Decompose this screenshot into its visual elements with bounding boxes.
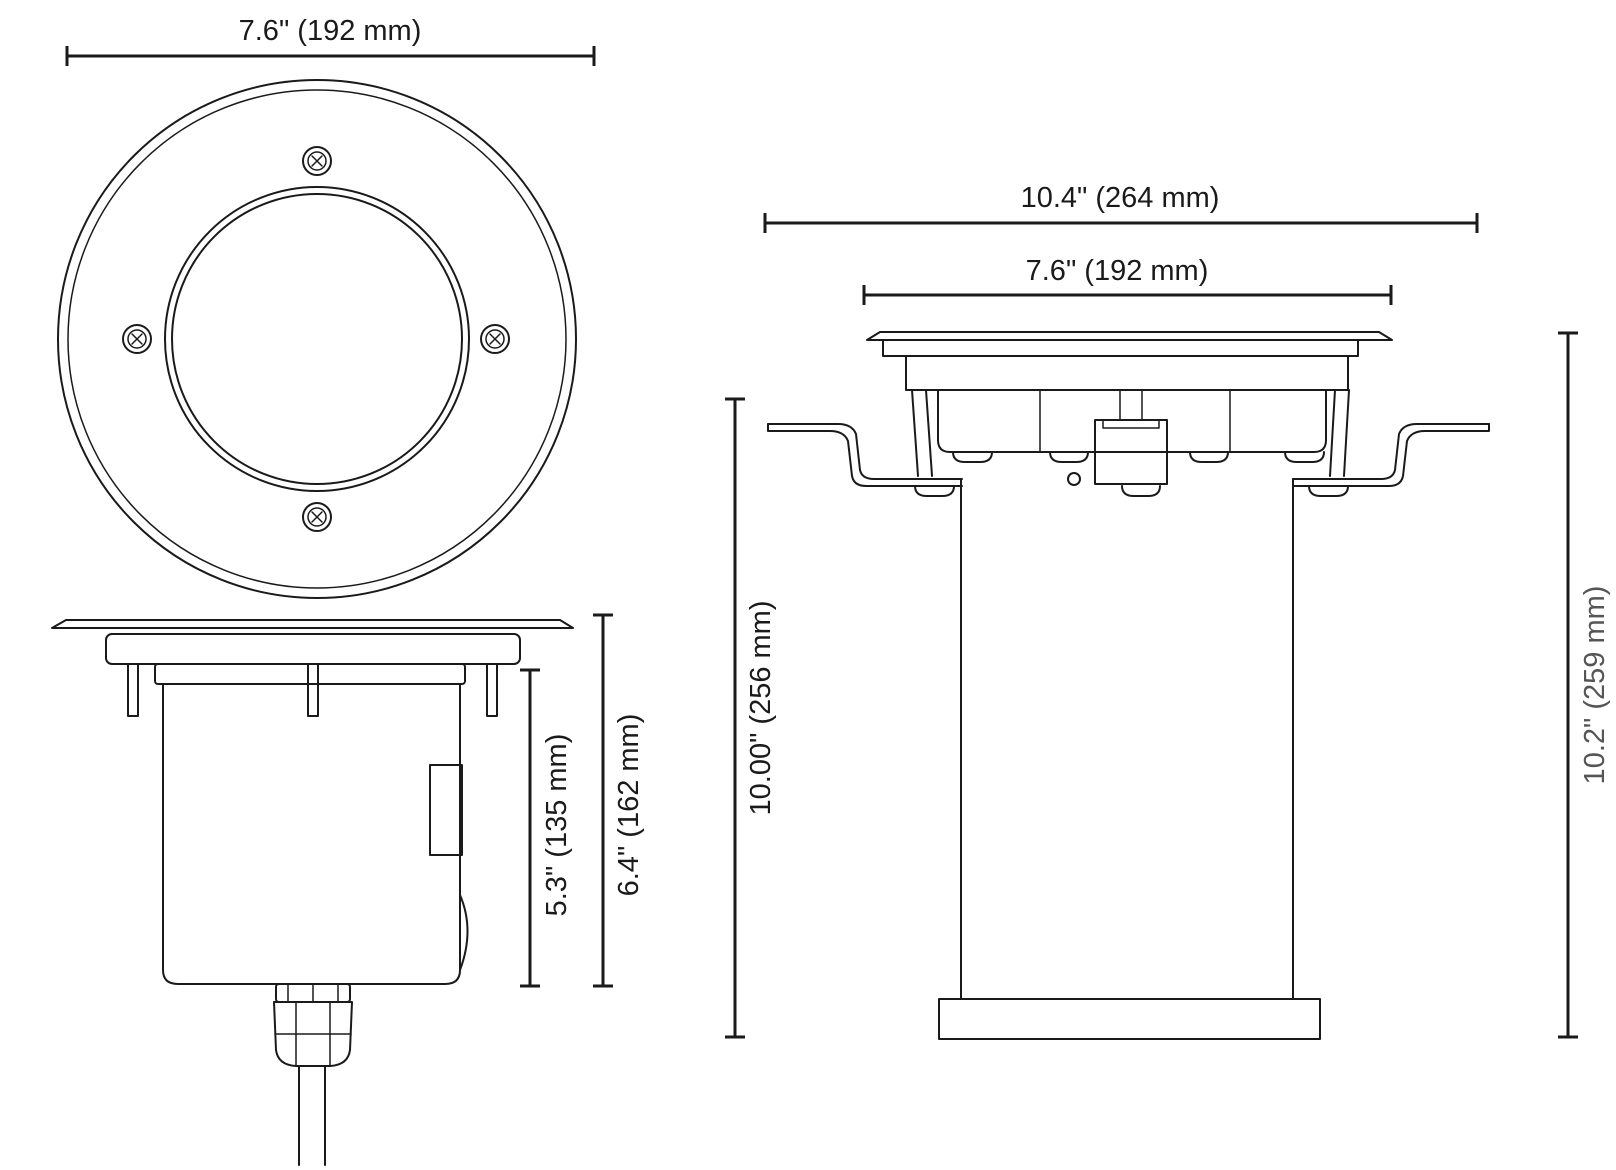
cable — [298, 1065, 326, 1166]
side-housing-tab — [429, 764, 463, 856]
top-view-width-dimension-line — [65, 46, 596, 66]
side-total-height-label: 6.4" (162 mm) — [613, 714, 645, 897]
side-inner-height-label: 5.3" (135 mm) — [541, 734, 573, 917]
outer-flange-ring — [57, 79, 577, 599]
small-hole — [1067, 472, 1081, 486]
front-body-height-label: 10.00" (256 mm) — [745, 601, 777, 816]
lens-inner-ring — [171, 193, 463, 485]
front-body-height-dimension-line — [725, 397, 745, 1039]
side-flange — [51, 619, 574, 629]
top-view: 7.6" (192 mm) — [57, 15, 596, 599]
front-lamp-housing — [905, 355, 1349, 391]
front-leg — [911, 389, 933, 477]
mounting-bracket-left — [767, 423, 963, 487]
side-pin — [486, 663, 498, 717]
bracket-nut — [914, 451, 1349, 497]
junction-clip — [1094, 419, 1168, 485]
front-total-height-label: 10.2" (259 mm) — [1579, 586, 1611, 785]
front-flange — [866, 331, 1393, 341]
side-housing — [162, 683, 461, 985]
screw-icon — [122, 324, 152, 354]
lens-outer-ring — [164, 186, 470, 492]
side-pin — [307, 663, 319, 717]
side-view: 5.3" (135 mm) 6.4" (162 mm) — [51, 613, 645, 1166]
side-housing-bump — [459, 894, 469, 971]
front-overall-width-dimension-line — [763, 213, 1479, 233]
front-leg — [1329, 389, 1350, 477]
outer-flange-inner-ring — [67, 89, 567, 589]
side-inner-height-dimension-line — [520, 668, 540, 988]
front-flange-width-dimension-line — [862, 285, 1393, 305]
screw-icon — [302, 146, 332, 176]
screw-icon — [302, 502, 332, 532]
top-view-width-label: 7.6" (192 mm) — [239, 15, 422, 47]
front-base-plate — [938, 998, 1321, 1040]
front-total-height-dimension-line — [1558, 331, 1578, 1039]
screw-icon — [480, 324, 510, 354]
front-body — [960, 478, 1294, 1000]
mounting-bracket-right — [1292, 423, 1490, 487]
front-flange-width-label: 7.6" (192 mm) — [1026, 255, 1209, 287]
cable-gland — [273, 983, 353, 1067]
side-pin — [127, 663, 139, 717]
front-overall-width-label: 10.4" (264 mm) — [1021, 182, 1220, 214]
side-body-cap — [154, 663, 466, 685]
front-flange-collar — [882, 339, 1359, 357]
front-view: 10.4" (264 mm) 7.6" (192 mm) — [725, 182, 1611, 1040]
side-flange-collar — [105, 633, 521, 665]
side-total-height-dimension-line — [593, 613, 613, 988]
